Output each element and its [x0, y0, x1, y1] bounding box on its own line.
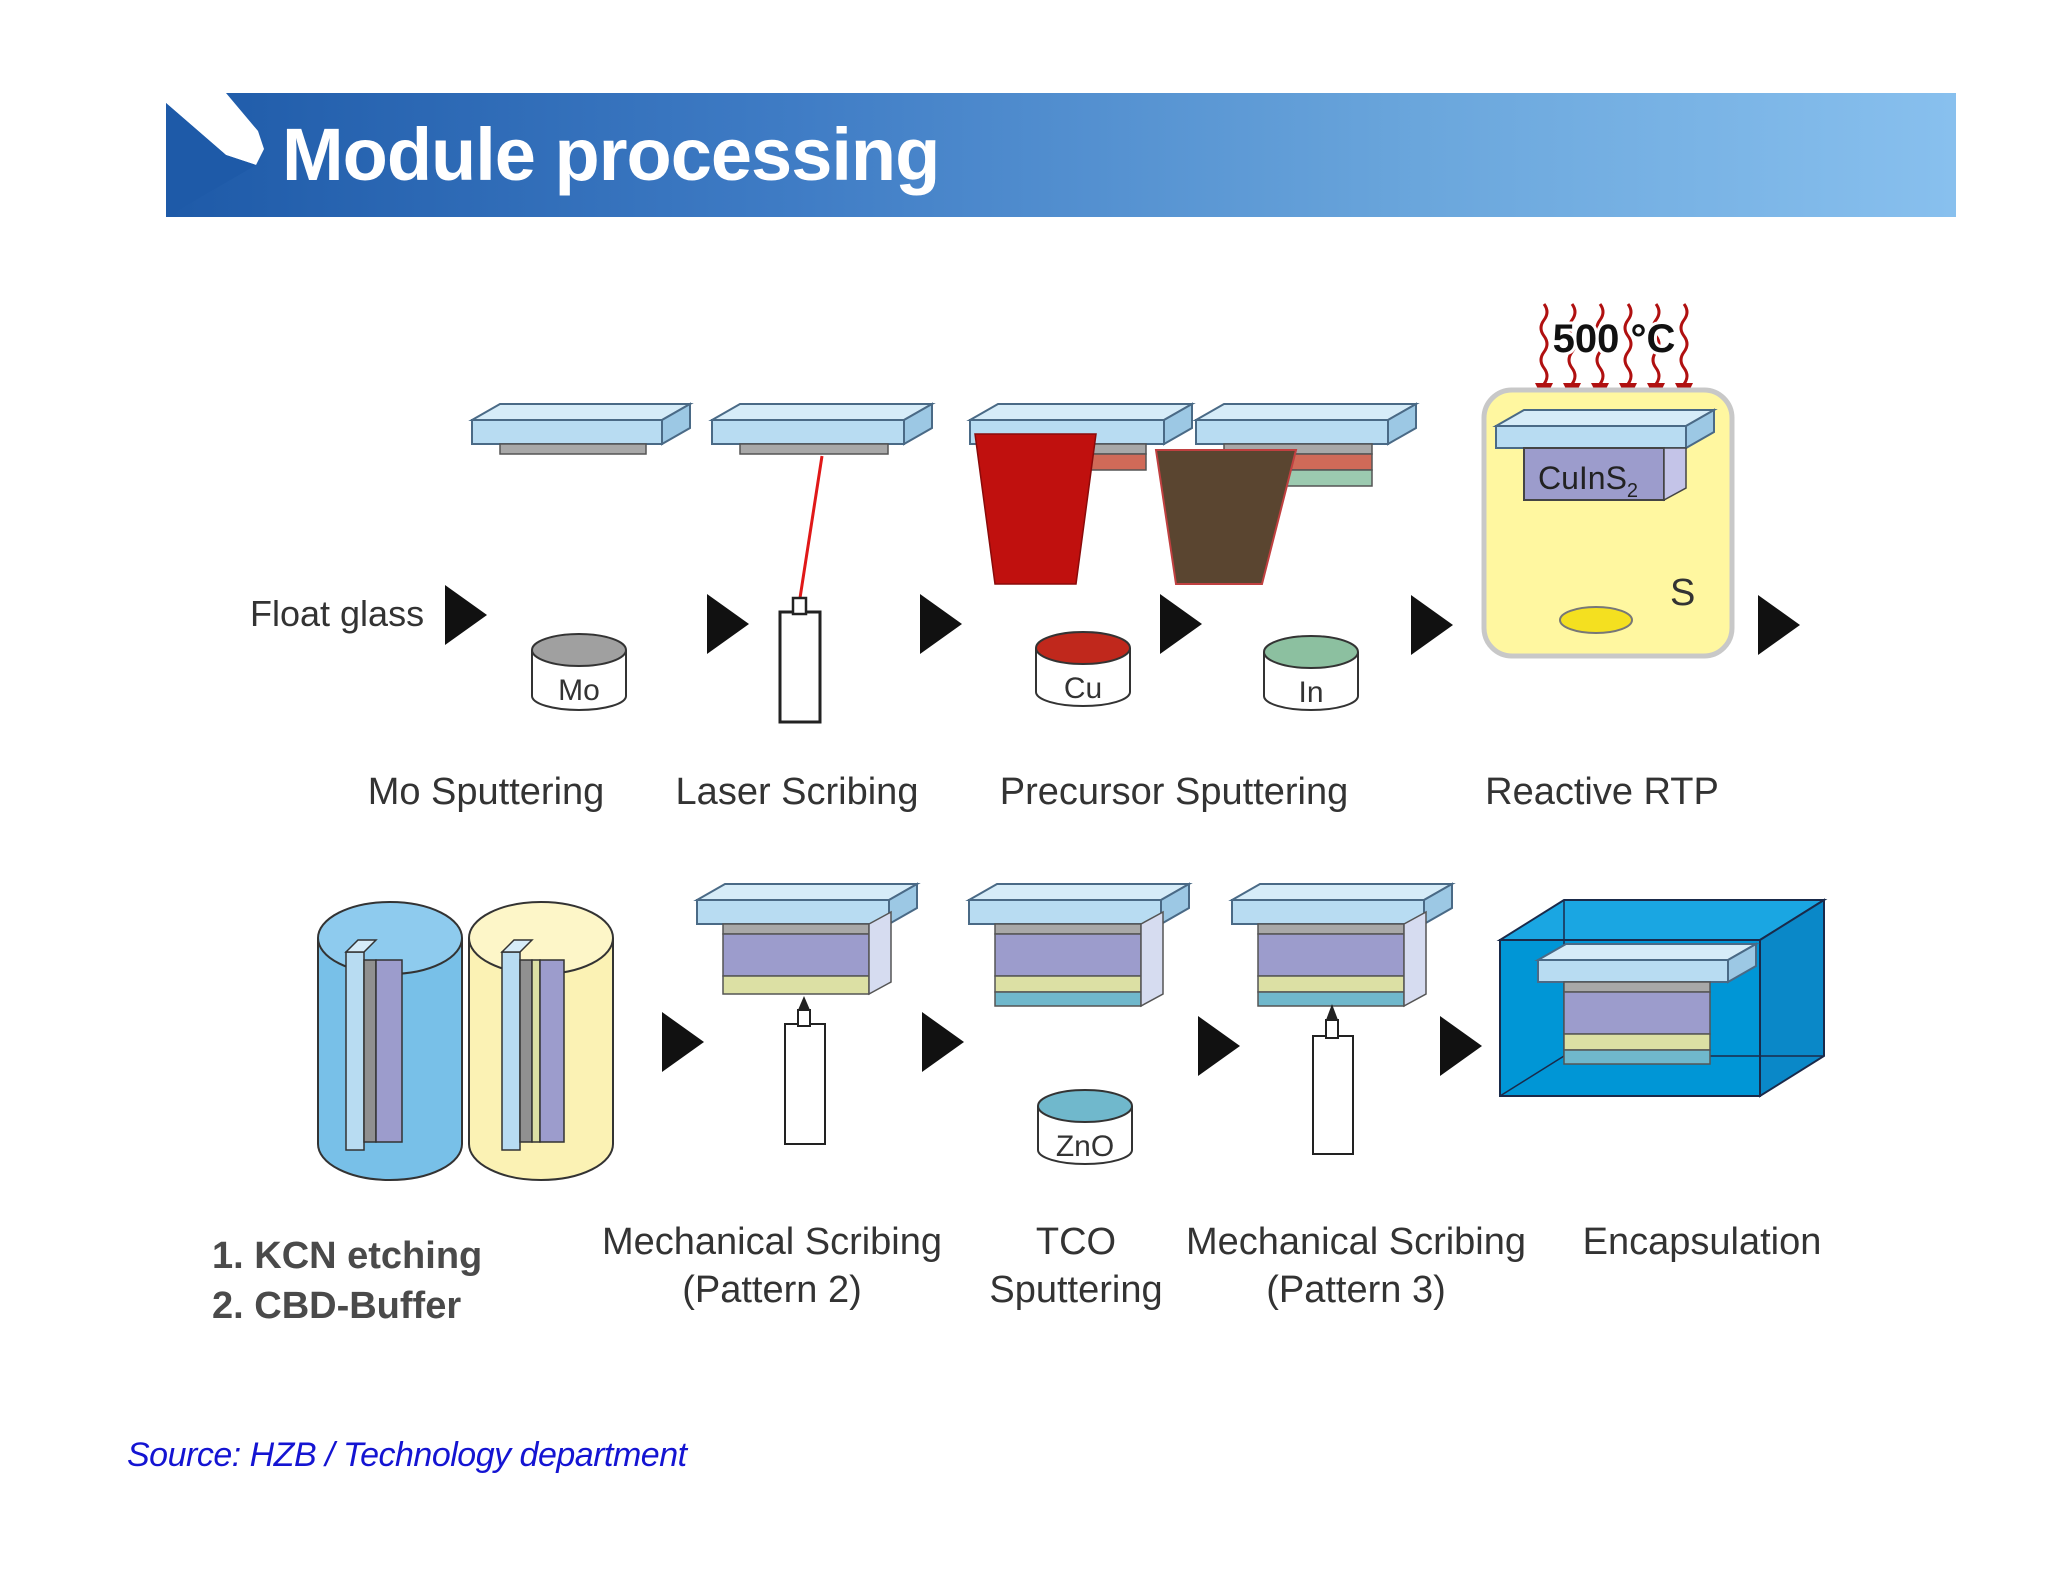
flow-arrow-icon: [662, 1012, 704, 1072]
tco-substrate: [965, 882, 1193, 1008]
sulfur-source-icon: [1559, 606, 1633, 634]
step-label-pattern-2: (Pattern 2): [682, 1269, 862, 1311]
laser-substrate: [708, 402, 936, 455]
encapsulation-box-icon: [1496, 898, 1828, 1098]
step-label-mech-scribing-2: Mechanical Scribing: [602, 1221, 942, 1263]
step-label-pattern-3: (Pattern 3): [1266, 1269, 1446, 1311]
flow-arrow-icon: [1198, 1016, 1240, 1076]
float-glass-label: Float glass: [250, 593, 424, 634]
cu-target-icon: Cu: [1035, 631, 1131, 707]
flow-arrow-icon: [922, 1012, 964, 1072]
zno-target-label: ZnO: [1056, 1130, 1114, 1163]
flow-arrow-icon: [1758, 595, 1800, 655]
flow-arrow-icon: [445, 585, 487, 645]
cu-plasma-cone: [974, 433, 1097, 585]
step-label-laser-scribing: Laser Scribing: [676, 771, 919, 813]
step-label-encapsulation: Encapsulation: [1583, 1221, 1822, 1263]
step-label-tco: TCO: [1036, 1221, 1116, 1263]
title-bar: [166, 93, 1956, 217]
heat-arrows-icon: [1535, 303, 1693, 401]
step-label-mo-sputtering: Mo Sputtering: [368, 771, 605, 813]
cuins2-label: CuInS2: [1538, 460, 1638, 502]
laser-head-icon: [778, 596, 822, 724]
flow-arrow-icon: [920, 594, 962, 654]
sulfur-label: S: [1670, 572, 1695, 614]
rtp-temperature: 500 °C: [1553, 317, 1676, 361]
mo-target-icon: Mo: [531, 633, 627, 711]
mech3-substrate: [1228, 882, 1456, 1008]
source-caption: Source: HZB / Technology department: [127, 1436, 687, 1474]
step-label-mech-scribing-3: Mechanical Scribing: [1186, 1221, 1526, 1263]
flow-arrow-icon: [1160, 594, 1202, 654]
rtp-substrate: CuInS2: [1492, 408, 1718, 502]
step-label-reactive-rtp: Reactive RTP: [1485, 771, 1719, 813]
cu-target-label: Cu: [1064, 672, 1102, 705]
page-title: Module processing: [282, 113, 940, 196]
cbd-bath-icon: [468, 901, 614, 1181]
step-label-precursor-sputtering: Precursor Sputtering: [1000, 771, 1349, 813]
kcn-bath-icon: [317, 901, 463, 1181]
mo-target-label: Mo: [558, 674, 600, 707]
flow-arrow-icon: [1411, 595, 1453, 655]
mo-substrate: [468, 402, 694, 455]
in-target-label: In: [1298, 676, 1323, 709]
step-label-tco-sputtering: Sputtering: [989, 1269, 1162, 1311]
in-plasma-cone: [1154, 449, 1298, 585]
zno-target-icon: ZnO: [1037, 1089, 1133, 1165]
step-label-kcn-etching: 1. KCN etching: [212, 1235, 482, 1277]
laser-beam: [798, 455, 824, 599]
step-label-cbd-buffer: 2. CBD-Buffer: [212, 1285, 461, 1327]
title-notch-icon: [166, 93, 264, 217]
mech3-scribe-tool-icon: [1312, 1004, 1354, 1155]
flow-arrow-icon: [707, 594, 749, 654]
in-target-icon: In: [1263, 635, 1359, 711]
mech2-substrate: [693, 882, 921, 996]
mech2-scribe-tool-icon: [784, 996, 826, 1145]
flow-arrow-icon: [1440, 1016, 1482, 1076]
